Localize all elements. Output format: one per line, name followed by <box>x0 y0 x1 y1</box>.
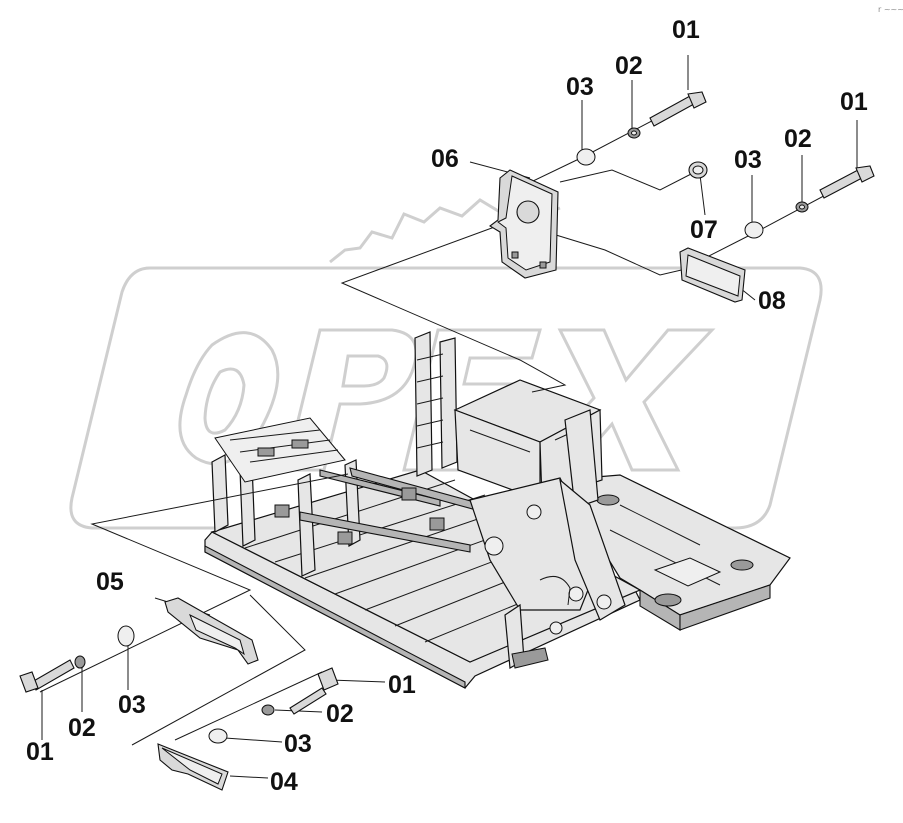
lock-washer-02-d <box>261 704 275 716</box>
callout-02-lower-right: 02 <box>326 700 354 728</box>
callout-05: 05 <box>96 568 124 596</box>
callout-03-right: 03 <box>734 146 762 174</box>
flat-washer-03-b <box>744 221 764 239</box>
pin-bore-icon <box>484 536 504 556</box>
ring-07 <box>688 161 708 179</box>
pontoon-cap-icon <box>654 593 682 607</box>
callout-01-lower-right: 01 <box>388 671 416 699</box>
corner-mark: r ~~~ <box>878 5 903 14</box>
plate-04 <box>157 743 229 791</box>
callout-01-right: 01 <box>840 88 868 116</box>
callout-02-top: 02 <box>615 52 643 80</box>
flat-washer-03-c <box>117 625 135 647</box>
callout-03-top: 03 <box>566 73 594 101</box>
plate-hole-icon <box>516 200 540 224</box>
plate-06 <box>489 169 559 279</box>
callout-08: 08 <box>758 287 786 315</box>
callout-01-lower-left: 01 <box>26 738 54 766</box>
bolt-01-d <box>289 667 339 715</box>
callout-04: 04 <box>270 768 298 796</box>
callout-06: 06 <box>431 145 459 173</box>
bolt-01-a <box>649 91 707 127</box>
plate-08 <box>679 247 746 303</box>
callout-01-top: 01 <box>672 16 700 44</box>
callouts: 01 02 03 06 01 02 03 07 08 05 01 02 03 0… <box>26 16 868 796</box>
callout-02-right: 02 <box>784 125 812 153</box>
flat-washer-03-a <box>576 148 596 166</box>
machine-frame <box>204 331 791 689</box>
bracket-05 <box>164 597 259 665</box>
bolt-01-c <box>19 659 75 693</box>
callout-02-lower-left: 02 <box>68 714 96 742</box>
flat-washer-03-d <box>208 728 228 744</box>
bolt-01-b <box>819 165 875 199</box>
callout-03-lower-right: 03 <box>284 730 312 758</box>
callout-07: 07 <box>690 216 718 244</box>
callout-03-lower-left: 03 <box>118 691 146 719</box>
lock-washer-02-c <box>74 655 86 669</box>
